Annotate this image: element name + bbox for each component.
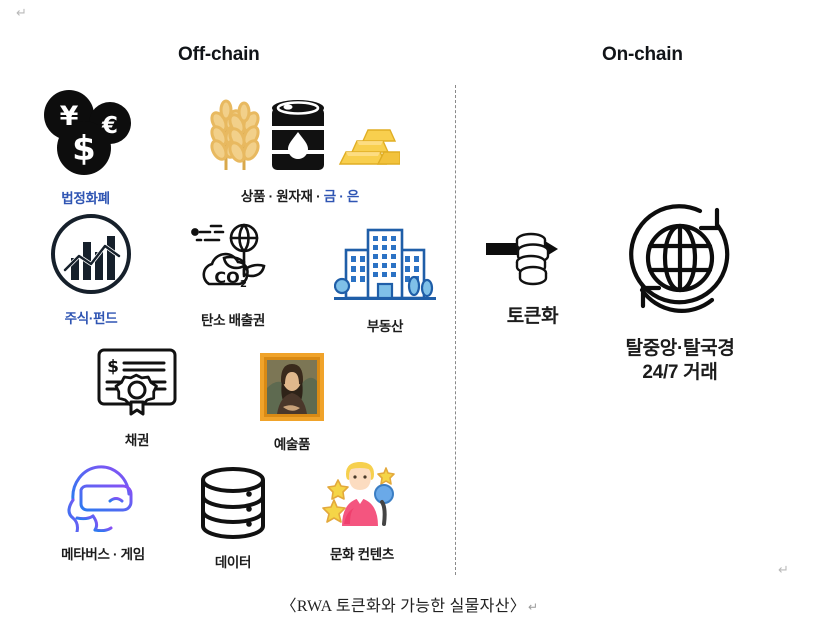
onchain-column-title: On-chain: [602, 44, 683, 65]
onchain-result-line1: 탈중앙·탈국경: [625, 338, 735, 359]
asset-data: 데이터: [178, 466, 288, 571]
asset-art: 예술품: [246, 352, 338, 453]
commodities-label-blue: 금 · 은: [323, 189, 360, 204]
asset-culture-content: 문화 컨텐츠: [302, 458, 422, 563]
asset-label-bond: 채권: [124, 433, 150, 448]
global-cycle-icon: [617, 196, 743, 325]
asset-commodities: 상품 · 원자재 · 금 · 은: [190, 88, 410, 205]
entertainer-icon: [316, 458, 408, 537]
figure-caption: 〈RWA 토큰화와 가능한 실물자산〉↵: [0, 592, 819, 616]
svg-text:¥: ¥: [59, 101, 78, 132]
certificate-icon: $: [93, 344, 181, 423]
coin-stack-icon: [509, 230, 557, 291]
onchain-result-line2: 24/7 거래: [642, 361, 718, 383]
asset-fiat-currency: ¥ € $ 법정화폐: [28, 88, 143, 207]
asset-label-carbon: 탄소 배출권: [200, 313, 266, 328]
svg-text:$: $: [72, 129, 96, 169]
onchain-tokenization: 토큰화: [480, 230, 585, 328]
asset-label-data: 데이터: [214, 555, 252, 570]
offchain-column-title: Off-chain: [178, 44, 260, 65]
asset-label-commodities: 상품 · 원자재 · 금 · 은: [241, 185, 359, 205]
building-icon: [333, 222, 436, 309]
asset-equity-fund: 주식·펀드: [36, 212, 146, 327]
asset-carbon-credit: CO 2 탄소 배출권: [178, 222, 288, 329]
asset-label-metaverse: 메타버스 · 게임: [61, 547, 145, 562]
asset-label-real-estate: 부동산: [366, 319, 404, 334]
paragraph-mark-right: ↵: [778, 562, 789, 577]
svg-text:CO: CO: [214, 268, 239, 287]
vr-headset-icon: [53, 460, 153, 537]
svg-text:2: 2: [240, 279, 247, 290]
asset-label-fiat: 법정화폐: [61, 191, 110, 206]
asset-bond: $ 채권: [82, 344, 192, 449]
asset-label-equity: 주식·펀드: [64, 311, 118, 326]
stock-chart-icon: [49, 212, 133, 301]
coins-currency-icon: ¥ € $: [36, 88, 136, 181]
caption-paragraph-mark: ↵: [528, 600, 539, 614]
figure-caption-text: 〈RWA 토큰화와 가능한 실물자산〉: [280, 598, 527, 615]
database-icon: [195, 466, 271, 545]
asset-label-culture: 문화 컨텐츠: [329, 547, 395, 562]
paragraph-mark-top: ↵: [16, 5, 27, 20]
column-divider: [455, 85, 456, 575]
carbon-credit-icon: CO 2: [187, 222, 279, 303]
svg-text:$: $: [107, 357, 119, 377]
asset-metaverse-game: 메타버스 · 게임: [38, 460, 168, 563]
asset-label-art: 예술품: [273, 437, 311, 452]
commodities-label-black: 상품 · 원자재 ·: [240, 189, 324, 204]
svg-text:€: €: [100, 113, 117, 139]
framed-painting-icon: [259, 352, 325, 427]
tokenization-label: 토큰화: [506, 306, 559, 327]
commodities-icon: [200, 88, 401, 179]
asset-real-estate: 부동산: [330, 222, 440, 335]
